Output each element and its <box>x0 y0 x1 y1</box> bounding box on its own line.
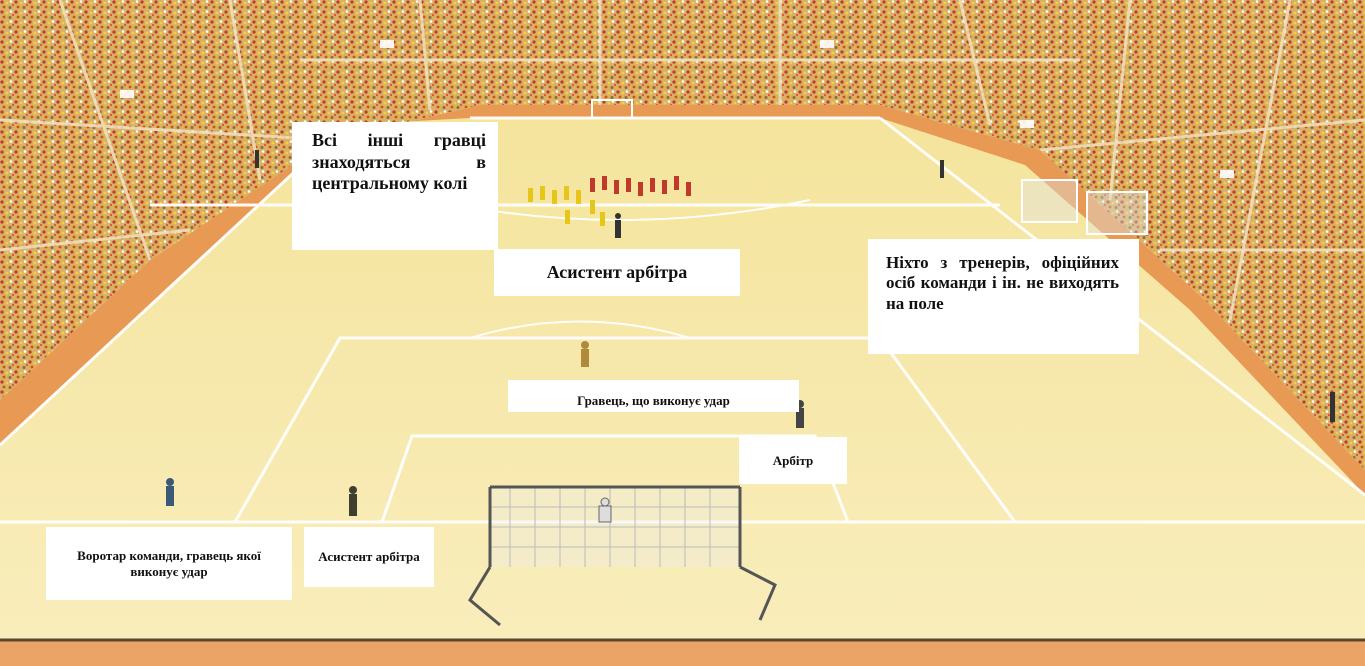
kicking-team-keeper-label: Воротар команди, гравець якої виконує уд… <box>46 527 292 600</box>
referee-label: Арбітр <box>739 437 847 484</box>
stands <box>0 0 1365 470</box>
kicker-label: Гравець, що виконує удар <box>508 380 799 412</box>
officials-right <box>255 150 944 178</box>
assistant-referee-far-figure <box>1330 392 1335 422</box>
assistant-referee-top-label: Асистент арбітра <box>494 249 740 296</box>
assistant-referee-bottom-figure <box>349 486 357 516</box>
near-goal <box>468 485 777 627</box>
pitch-markings <box>0 116 1365 524</box>
goalkeeper-figure <box>598 497 612 523</box>
far-goal <box>591 99 633 119</box>
front-track <box>0 640 1365 666</box>
keeper-kicking-team-figure <box>166 478 174 506</box>
assistant-referee-bottom-label: Асистент арбітра <box>304 527 434 587</box>
nobody-enters-label: Ніхто з тренерів, офіційних осіб команди… <box>868 239 1139 354</box>
side-goals <box>1021 179 1148 235</box>
players-group <box>528 176 691 238</box>
penalty-kicker-figure <box>581 341 589 367</box>
other-players-label: Всі інші гравці знаходяться в центрально… <box>292 122 498 250</box>
